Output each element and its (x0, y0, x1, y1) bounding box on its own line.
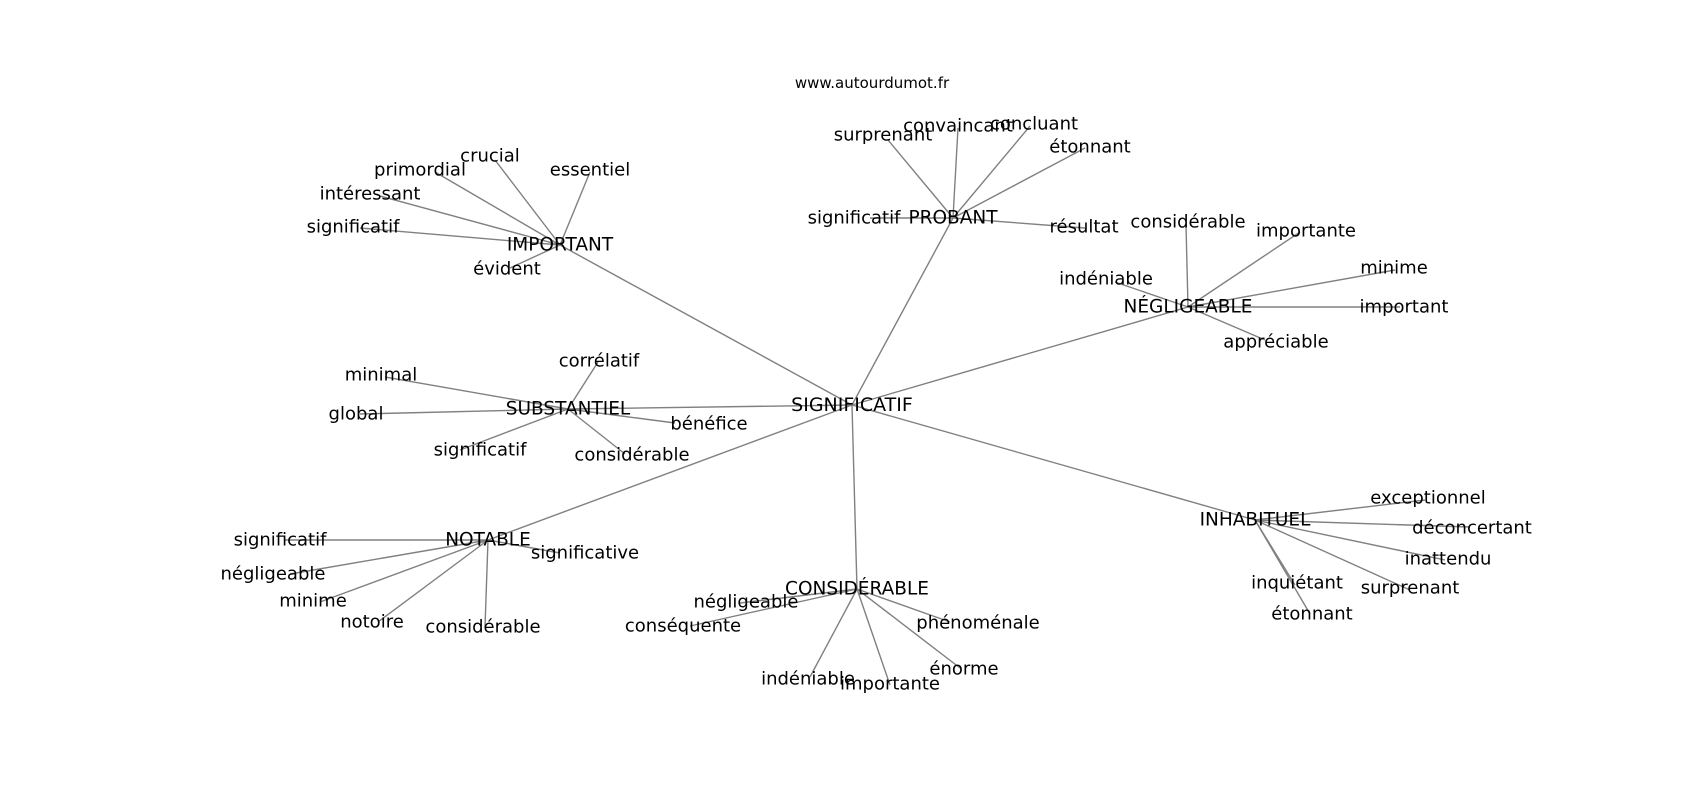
edge-negligeable-to-negligeable-importante (1187, 231, 1301, 308)
edge-substantiel-to-substantiel-significatif (459, 408, 569, 451)
leaf-word-notable-significative[interactable]: significative (531, 543, 639, 564)
hub-word-negligeable[interactable]: NÉGLIGEABLE (1124, 296, 1253, 318)
edge-notable-to-notable-significative (487, 539, 561, 554)
leaf-word-important-crucial[interactable]: crucial (460, 146, 520, 167)
edge-substantiel-to-substantiel-global (359, 408, 569, 415)
edge-considerable-to-considerable-consequente (689, 588, 858, 627)
leaf-word-considerable-negligeable[interactable]: négligeable (694, 592, 799, 613)
edge-negligeable-to-negligeable-considerable (1185, 224, 1189, 308)
leaf-word-notable-notoire[interactable]: notoire (340, 612, 404, 633)
edge-probant-to-probant-surprenant (887, 139, 954, 219)
leaf-word-important-evident[interactable]: évident (473, 259, 541, 280)
leaf-word-notable-considerable[interactable]: considérable (425, 617, 540, 638)
edge-substantiel-to-substantiel-correlatif (567, 361, 599, 410)
leaf-word-negligeable-minime[interactable]: minime (1360, 258, 1428, 279)
graph-edges (285, 125, 1471, 686)
edge-notable-to-notable-considerable (484, 539, 489, 628)
edge-inhabituel-to-inhabituel-deconcertant (1254, 519, 1471, 528)
edge-substantiel-to-substantiel-benefice (567, 408, 676, 424)
edge-important-to-important-evident (509, 244, 561, 269)
leaf-word-important-primordial[interactable]: primordial (374, 160, 466, 181)
edge-inhabituel-to-inhabituel-inattendu (1254, 519, 1446, 561)
leaf-word-inhabituel-exceptionnel[interactable]: exceptionnel (1370, 488, 1485, 509)
edge-probant-to-probant-resultat (952, 217, 1086, 229)
leaf-word-inhabituel-deconcertant[interactable]: déconcertant (1412, 518, 1532, 539)
leaf-word-negligeable-importante[interactable]: importante (1256, 221, 1356, 242)
edge-center-to-substantiel (567, 404, 853, 410)
edge-important-to-important-significatif (359, 227, 561, 246)
leaf-word-considerable-importante[interactable]: importante (840, 674, 940, 695)
hub-word-probant[interactable]: PROBANT (908, 208, 998, 229)
edge-considerable-to-considerable-indeniable (809, 588, 858, 678)
edge-center-to-important (559, 244, 853, 406)
leaf-word-important-significatif[interactable]: significatif (307, 217, 401, 238)
leaf-word-inhabituel-surprenant[interactable]: surprenant (1361, 578, 1460, 599)
leaf-word-considerable-indeniable[interactable]: indéniable (761, 669, 855, 690)
edge-negligeable-to-negligeable-minime (1187, 269, 1396, 308)
edge-notable-to-notable-minime (319, 539, 489, 603)
edge-considerable-to-considerable-enorme (856, 588, 961, 669)
edge-notable-to-notable-notoire (377, 539, 489, 623)
leaf-word-negligeable-considerable[interactable]: considérable (1130, 212, 1245, 233)
leaf-word-probant-resultat[interactable]: résultat (1049, 217, 1118, 238)
leaf-word-inhabituel-inattendu[interactable]: inattendu (1405, 549, 1492, 570)
leaf-word-probant-etonnant[interactable]: étonnant (1049, 137, 1130, 158)
edge-important-to-important-essentiel (559, 171, 591, 246)
leaf-word-inhabituel-inquietant[interactable]: inquiétant (1251, 573, 1343, 594)
leaf-word-important-essentiel[interactable]: essentiel (550, 160, 630, 181)
leaf-word-considerable-consequente[interactable]: conséquente (625, 616, 741, 637)
edge-inhabituel-to-inhabituel-exceptionnel (1254, 499, 1426, 521)
leaf-word-substantiel-significatif[interactable]: significatif (434, 440, 528, 461)
leaf-word-probant-significatif[interactable]: significatif (808, 208, 902, 229)
edge-notable-to-notable-negligeable (289, 539, 489, 575)
edge-negligeable-to-negligeable-indeniable (1114, 281, 1189, 308)
leaf-word-negligeable-appreciable[interactable]: appréciable (1223, 332, 1328, 353)
hub-word-important[interactable]: IMPORTANT (507, 235, 614, 256)
leaf-word-inhabituel-etonnant[interactable]: étonnant (1271, 604, 1352, 625)
edge-important-to-important-interessant (379, 195, 561, 246)
edge-inhabituel-to-inhabituel-surprenant (1254, 519, 1411, 591)
leaf-word-negligeable-indeniable[interactable]: indéniable (1059, 269, 1153, 290)
edge-inhabituel-to-inhabituel-etonnant (1254, 519, 1311, 615)
leaf-word-notable-negligeable[interactable]: négligeable (221, 564, 326, 585)
edge-center-to-negligeable (851, 306, 1189, 406)
hub-word-considerable[interactable]: CONSIDÉRABLE (785, 578, 929, 600)
center-word-label[interactable]: SIGNIFICATIF (791, 394, 913, 416)
leaf-word-substantiel-considerable[interactable]: considérable (574, 445, 689, 466)
edge-center-to-inhabituel (851, 404, 1256, 521)
leaf-word-notable-minime[interactable]: minime (279, 591, 347, 612)
leaf-word-probant-surprenant[interactable]: surprenant (834, 125, 933, 146)
edge-considerable-to-considerable-phenomenale (856, 588, 951, 623)
hub-word-notable[interactable]: NOTABLE (445, 530, 531, 551)
edge-center-to-considerable (851, 404, 858, 590)
leaf-word-considerable-phenomenale[interactable]: phénoménale (916, 613, 1039, 634)
edge-considerable-to-considerable-negligeable (739, 588, 858, 604)
leaf-word-substantiel-benefice[interactable]: bénéfice (670, 414, 747, 435)
leaf-word-substantiel-correlatif[interactable]: corrélatif (559, 351, 640, 372)
edge-important-to-important-primordial (434, 171, 561, 246)
edge-substantiel-to-substantiel-considerable (567, 408, 626, 455)
hub-word-inhabituel[interactable]: INHABITUEL (1200, 510, 1312, 531)
edge-considerable-to-considerable-importante (856, 588, 891, 686)
leaf-word-substantiel-minimal[interactable]: minimal (345, 365, 418, 386)
leaf-word-probant-concluant[interactable]: concluant (990, 114, 1078, 135)
leaf-word-probant-convaincant[interactable]: convaincant (903, 116, 1013, 137)
leaf-word-considerable-enorme[interactable]: énorme (929, 659, 998, 680)
source-label: www.autourdumot.fr (795, 74, 950, 92)
edge-probant-to-probant-convaincant (952, 127, 959, 219)
leaf-word-notable-significatif[interactable]: significatif (234, 530, 328, 551)
edge-important-to-important-crucial (494, 159, 561, 246)
edge-negligeable-to-negligeable-appreciable (1187, 306, 1266, 341)
edge-probant-to-probant-concluant (952, 125, 1031, 219)
leaf-word-negligeable-important[interactable]: important (1360, 297, 1449, 318)
leaf-word-important-interessant[interactable]: intéressant (320, 184, 421, 205)
hub-word-substantiel[interactable]: SUBSTANTIEL (506, 399, 631, 420)
edge-substantiel-to-substantiel-minimal (384, 376, 569, 410)
edge-center-to-probant (851, 217, 954, 406)
leaf-word-substantiel-global[interactable]: global (329, 404, 384, 425)
edge-center-to-notable (487, 404, 853, 541)
edge-probant-to-probant-etonnant (952, 147, 1086, 219)
